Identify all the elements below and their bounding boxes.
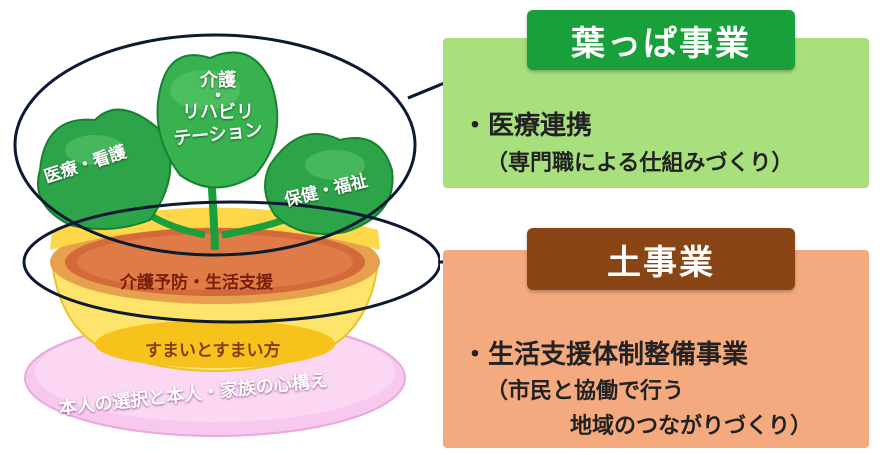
soil-label: 介護予防・生活支援 bbox=[120, 273, 273, 293]
soil-business-item: ・生活支援体制整備事業 bbox=[462, 340, 749, 370]
center-leaf-line4: テーション bbox=[172, 119, 264, 150]
leaf-highlight-ellipse bbox=[13, 33, 417, 257]
leaf-business-subtext: （専門職による仕組みづくり） bbox=[486, 151, 794, 176]
center-leaf-line3: リハビリ bbox=[182, 102, 254, 123]
soil-highlight-ellipse bbox=[22, 200, 440, 324]
center-leaf-line2: ・ bbox=[209, 86, 227, 107]
center-leaf-label: 介護 ・ リハビリ テーション bbox=[172, 70, 263, 150]
plant-pot-diagram bbox=[13, 33, 440, 437]
leaf-business-item: ・医療連携 bbox=[462, 111, 593, 141]
cup-label: すまいとすまい方 bbox=[145, 341, 281, 361]
center-leaf-line1: 介護 bbox=[200, 70, 236, 91]
leaf-business-title: 葉っぱ事業 bbox=[527, 10, 795, 70]
soil-business-subtext-2: 地域のつながりづくり） bbox=[570, 414, 813, 439]
soil-business-title: 土事業 bbox=[527, 228, 795, 290]
soil-business-subtext-1: （市民と協働で行う bbox=[486, 379, 685, 404]
